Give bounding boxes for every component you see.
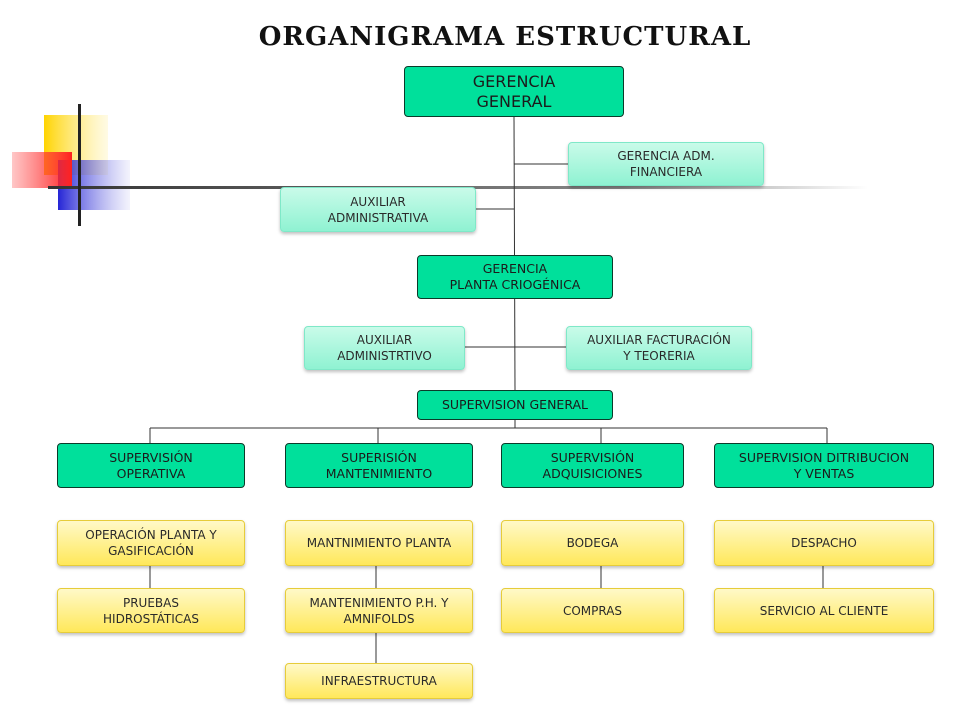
deco-vertical-line [78, 104, 81, 226]
node-bodega[interactable]: BODEGA [501, 520, 684, 566]
node-gerencia-adm-financiera[interactable]: GERENCIA ADM.FINANCIERA [568, 142, 764, 186]
node-servicio-al-cliente[interactable]: SERVICIO AL CLIENTE [714, 588, 934, 633]
node-mantenimiento-planta[interactable]: MANTNIMIENTO PLANTA [285, 520, 473, 566]
node-compras[interactable]: COMPRAS [501, 588, 684, 633]
connector-main-vertical [513, 116, 516, 391]
node-infraestructura[interactable]: INFRAESTRUCTURA [285, 663, 473, 699]
node-despacho[interactable]: DESPACHO [714, 520, 934, 566]
deco-red-square [12, 152, 72, 188]
node-supervision-general[interactable]: SUPERVISION GENERAL [417, 390, 613, 420]
page-title: ORGANIGRAMA ESTRUCTURAL [258, 22, 752, 52]
